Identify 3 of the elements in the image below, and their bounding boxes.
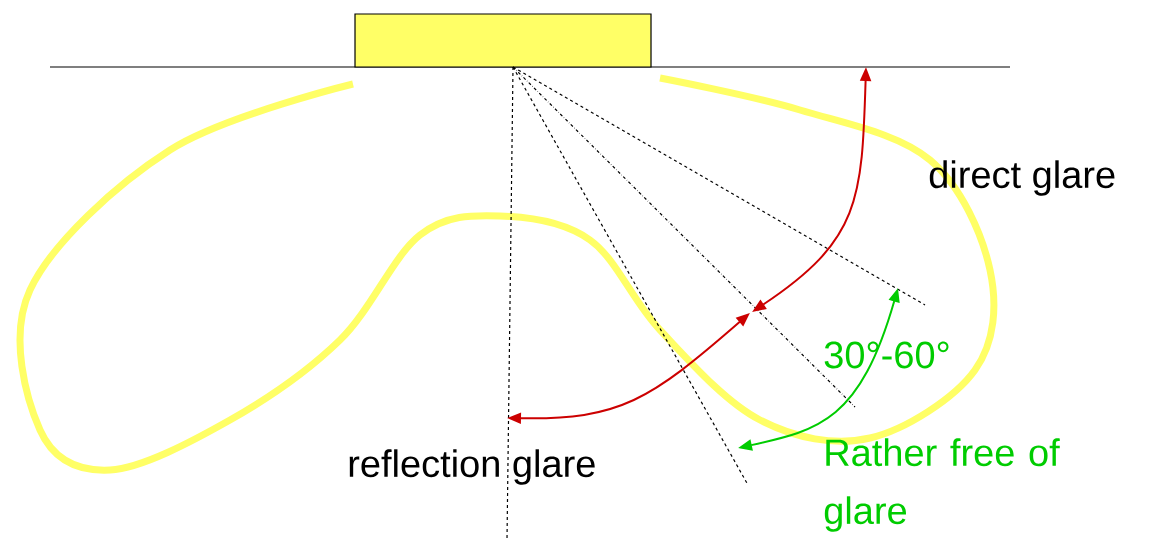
glare-label: Rather free of glare <box>824 438 1060 532</box>
luminaire <box>354 13 652 68</box>
glare-label: reflection glare <box>349 449 595 485</box>
